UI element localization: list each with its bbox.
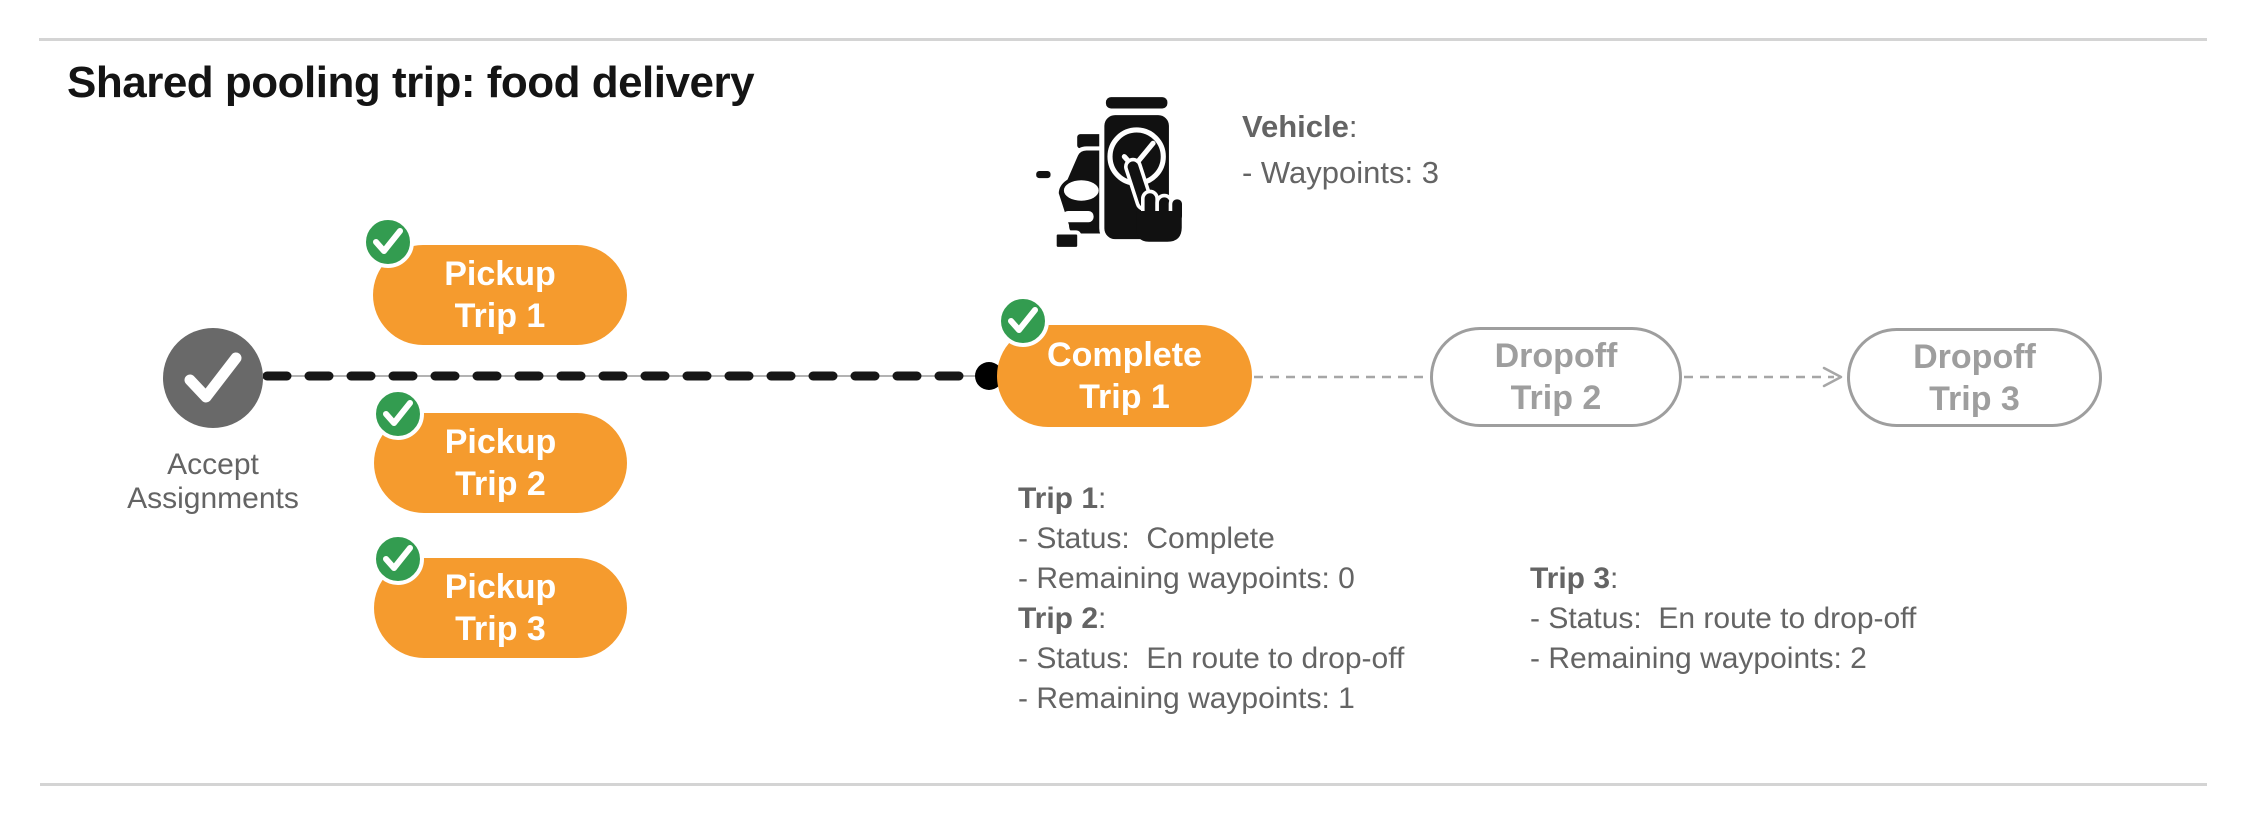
check-badge-icon (372, 533, 424, 585)
check-icon (184, 352, 242, 403)
car-phone-check-icon (1032, 97, 1186, 249)
vehicle-waypoints: - Waypoints: 3 (1242, 155, 1439, 190)
complete-trip-1-node: Complete Trip 1 (997, 325, 1252, 427)
check-badge-icon (372, 388, 424, 440)
pickup-trip-2-node: Pickup Trip 2 (374, 413, 627, 513)
pending-connector-to-dropoff-3 (1684, 366, 1843, 388)
trip-3-heading: Trip 3: (1530, 562, 1619, 595)
trip-1-status: - Status: Complete (1018, 522, 1275, 555)
check-badge-icon (997, 295, 1049, 347)
check-badge-icon (362, 216, 414, 268)
completed-route-connector (263, 362, 1003, 390)
page-title: Shared pooling trip: food delivery (67, 58, 755, 107)
pending-connector-to-dropoff-2 (1254, 375, 1426, 379)
trip-3-status: - Status: En route to drop-off (1530, 602, 1917, 635)
trip-2-status: - Status: En route to drop-off (1018, 642, 1405, 675)
dropoff-trip-3-node: Dropoff Trip 3 (1847, 328, 2102, 427)
dropoff-trip-2-node: Dropoff Trip 2 (1430, 327, 1682, 427)
trip-1-waypoints: - Remaining waypoints: 0 (1018, 562, 1355, 595)
trip-1-2-status-block: Trip 1: - Status: Complete - Remaining w… (1018, 479, 1404, 719)
trip-2-heading: Trip 2: (1018, 602, 1107, 635)
trip-3-status-block: Trip 3: - Status: En route to drop-off -… (1530, 559, 1916, 679)
current-position-dot (975, 362, 1003, 390)
vehicle-info: Vehicle: - Waypoints: 3 (1242, 104, 1439, 196)
trip-3-waypoints: - Remaining waypoints: 2 (1530, 642, 1867, 675)
trip-2-waypoints: - Remaining waypoints: 1 (1018, 682, 1355, 715)
trip-1-heading: Trip 1: (1018, 482, 1107, 515)
top-divider (39, 38, 2207, 41)
arrow-right-icon (1822, 366, 1843, 388)
bottom-divider (40, 783, 2207, 786)
vehicle-label: Vehicle: (1242, 109, 1358, 144)
accept-assignments-label: Accept Assignments (127, 448, 299, 515)
pickup-trip-1-node: Pickup Trip 1 (373, 245, 627, 345)
accept-assignments-node (163, 328, 263, 428)
